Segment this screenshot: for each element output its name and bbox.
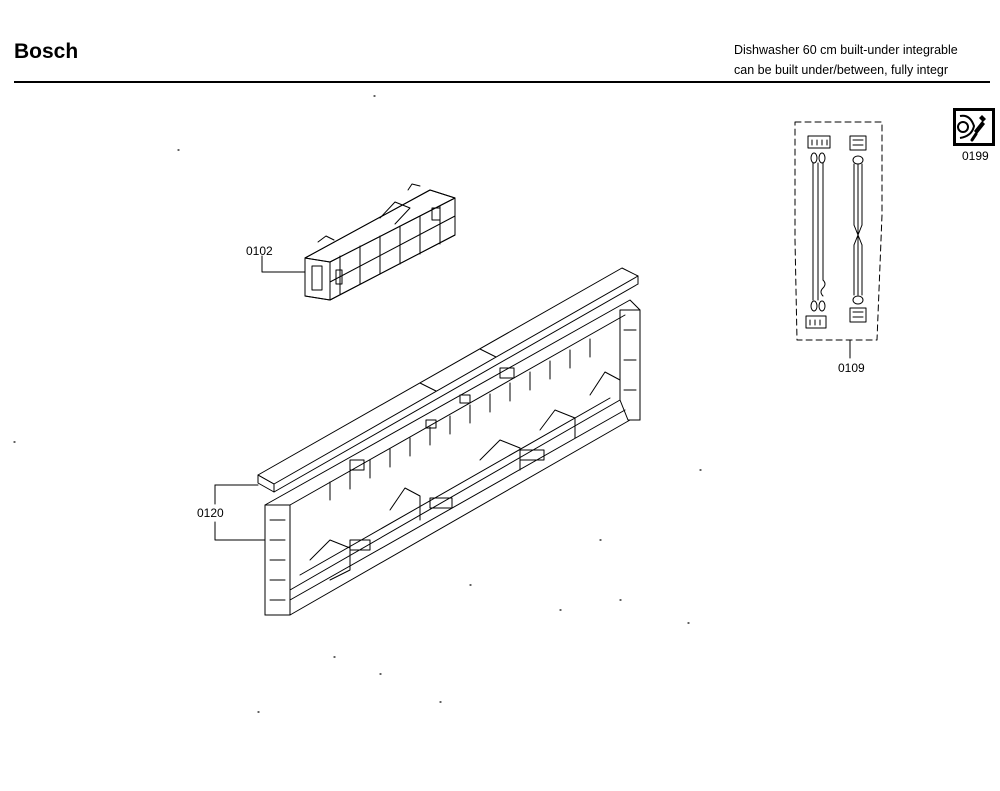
callout-0199[interactable]: 0199: [962, 149, 989, 163]
control-panel-leader-bottom: [214, 521, 266, 541]
control-module-drawing[interactable]: [304, 183, 456, 301]
control-module-leader: [261, 255, 306, 273]
cable-harness-drawing[interactable]: [794, 121, 883, 341]
wrench-service-icon[interactable]: [953, 108, 995, 146]
header-divider: [14, 81, 990, 83]
callout-0109[interactable]: 0109: [838, 361, 865, 375]
callout-0120[interactable]: 0120: [197, 506, 224, 520]
appliance-description: Dishwasher 60 cm built-under integrable …: [734, 40, 958, 80]
callout-0102[interactable]: 0102: [246, 244, 273, 258]
control-panel-drawing[interactable]: [257, 267, 641, 616]
brand-name: Bosch: [14, 40, 79, 63]
description-line-1: Dishwasher 60 cm built-under integrable: [734, 43, 958, 57]
description-line-2: can be built under/between, fully integr: [734, 63, 949, 77]
scan-specks: [13, 95, 702, 713]
